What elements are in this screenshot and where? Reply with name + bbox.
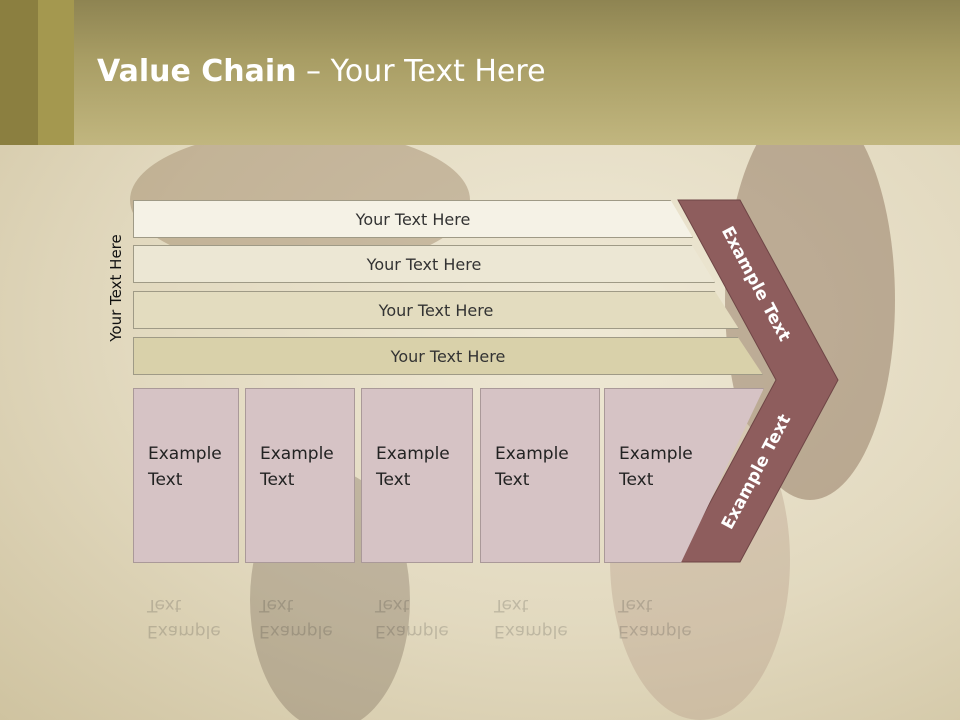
cell-reflection: Example Text — [361, 566, 473, 696]
band-4: Your Text Here — [133, 337, 763, 375]
band-label: Your Text Here — [390, 346, 506, 366]
cell-line2: Text — [376, 470, 411, 490]
cell-reflection: Example Text — [604, 566, 724, 696]
cell-line1: Example — [619, 444, 693, 464]
header-accent — [0, 0, 38, 145]
cell-line1: Example — [375, 621, 449, 641]
cell-line1: Example — [147, 621, 221, 641]
cell-line1: Example — [148, 444, 222, 464]
header-accent — [38, 0, 74, 145]
cell-reflection: Example Text — [245, 566, 355, 696]
cell-line1: Example — [259, 621, 333, 641]
cell-line1: Example — [618, 621, 692, 641]
slide-title: Value Chain – Your Text Here — [97, 54, 546, 89]
cell-line2: Text — [494, 595, 529, 615]
cell-line2: Text — [260, 470, 295, 490]
cell-line1: Example — [494, 621, 568, 641]
cell-line2: Text — [148, 470, 183, 490]
cell-line2: Text — [147, 595, 182, 615]
value-chain-chevron — [677, 199, 839, 563]
band-label: Your Text Here — [355, 209, 471, 229]
header-bar — [0, 0, 960, 145]
cell-line2: Text — [495, 470, 530, 490]
band-3: Your Text Here — [133, 291, 739, 329]
band-label: Your Text Here — [366, 254, 482, 274]
side-label: Your Text Here — [107, 234, 125, 342]
cell-line2: Text — [619, 470, 654, 490]
band-2: Your Text Here — [133, 245, 715, 283]
cell-line1: Example — [260, 444, 334, 464]
band-label: Your Text Here — [378, 300, 494, 320]
title-bold: Value Chain — [97, 54, 297, 89]
band-1: Your Text Here — [133, 200, 693, 238]
cell-line2: Text — [618, 595, 653, 615]
cell-reflection: Example Text — [133, 566, 239, 696]
cell-line1: Example — [376, 444, 450, 464]
cell-line2: Text — [375, 595, 410, 615]
cell-line2: Text — [259, 595, 294, 615]
title-rest: – Your Text Here — [296, 54, 546, 89]
cell-reflection: Example Text — [480, 566, 600, 696]
cell-line1: Example — [495, 444, 569, 464]
